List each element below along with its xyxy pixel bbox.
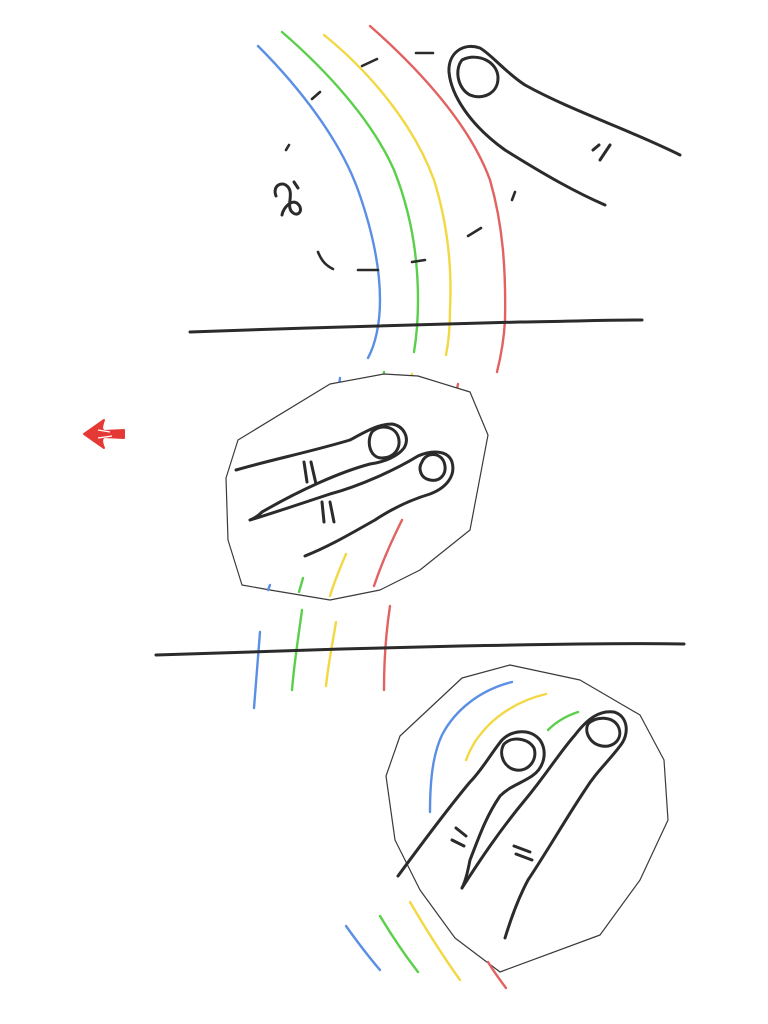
upper-fingernail [367,425,401,460]
red-arrow-left-icon[interactable] [83,419,125,449]
horizontal-line-1 [188,318,644,334]
knuckle-lines-left [450,826,468,848]
yellow-curve [322,33,452,357]
gesture-frame-2 [225,373,489,601]
lower-fingernail [418,453,447,482]
lower-finger [248,450,455,558]
rainbow-lines-below-frame-3 [344,900,508,990]
two-finger-hand [234,422,455,558]
scribble-mark [273,180,302,217]
knuckle-lines [591,143,612,162]
panel-two-finger [154,370,686,710]
finger-outline [447,45,682,207]
two-finger-pinch-hand [396,710,628,940]
horizontal-line-2 [154,642,686,657]
fingernail [456,55,500,99]
left-fingernail [500,737,537,772]
knuckle-lines-lower [320,500,336,524]
left-finger [396,730,546,890]
red-curve [368,24,507,374]
dashed-rotation-circle [284,51,517,272]
rainbow-lines-inside-frame [266,518,404,598]
upper-finger [234,422,408,514]
right-fingernail [585,716,622,748]
right-finger [460,710,628,940]
one-finger-hand [447,45,682,207]
panel-one-finger [188,24,682,374]
panel-two-finger-arc [344,664,669,990]
finger-separation [248,510,264,522]
rainbow-curve-top [256,24,507,374]
rainbow-lines-below-frame [252,604,392,710]
blue-curve [256,44,382,360]
knuckle-lines-right [512,844,534,862]
gesture-frame-3 [385,664,669,973]
green-curve [280,30,420,354]
knuckle-lines-upper [302,460,318,486]
rainbow-arc-inside [428,680,580,814]
